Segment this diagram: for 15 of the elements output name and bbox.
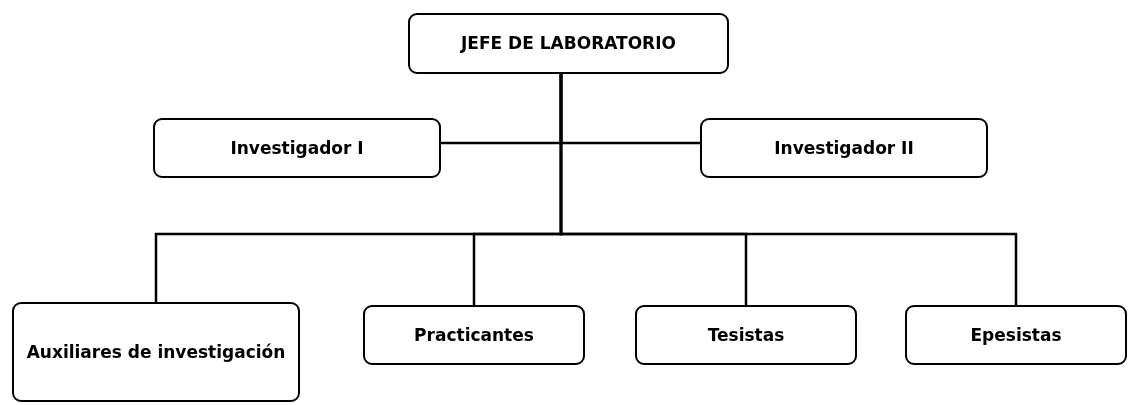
role-label: Tesistas xyxy=(707,323,785,347)
role-label: Epesistas xyxy=(970,323,1062,347)
org-box xyxy=(700,118,988,178)
connector-line xyxy=(559,74,1018,305)
role-label: Investigador I xyxy=(230,136,364,160)
org-box xyxy=(635,305,857,365)
role-label: Practicantes xyxy=(414,323,534,347)
org-box xyxy=(153,118,441,178)
org-box xyxy=(363,305,585,365)
org-box xyxy=(408,13,729,74)
org-box xyxy=(905,305,1127,365)
role-label: JEFE DE LABORATORIO xyxy=(461,32,676,56)
org-box xyxy=(12,302,300,402)
role-label: Investigador II xyxy=(774,136,914,160)
role-label: Auxiliares de investigación xyxy=(26,340,286,364)
